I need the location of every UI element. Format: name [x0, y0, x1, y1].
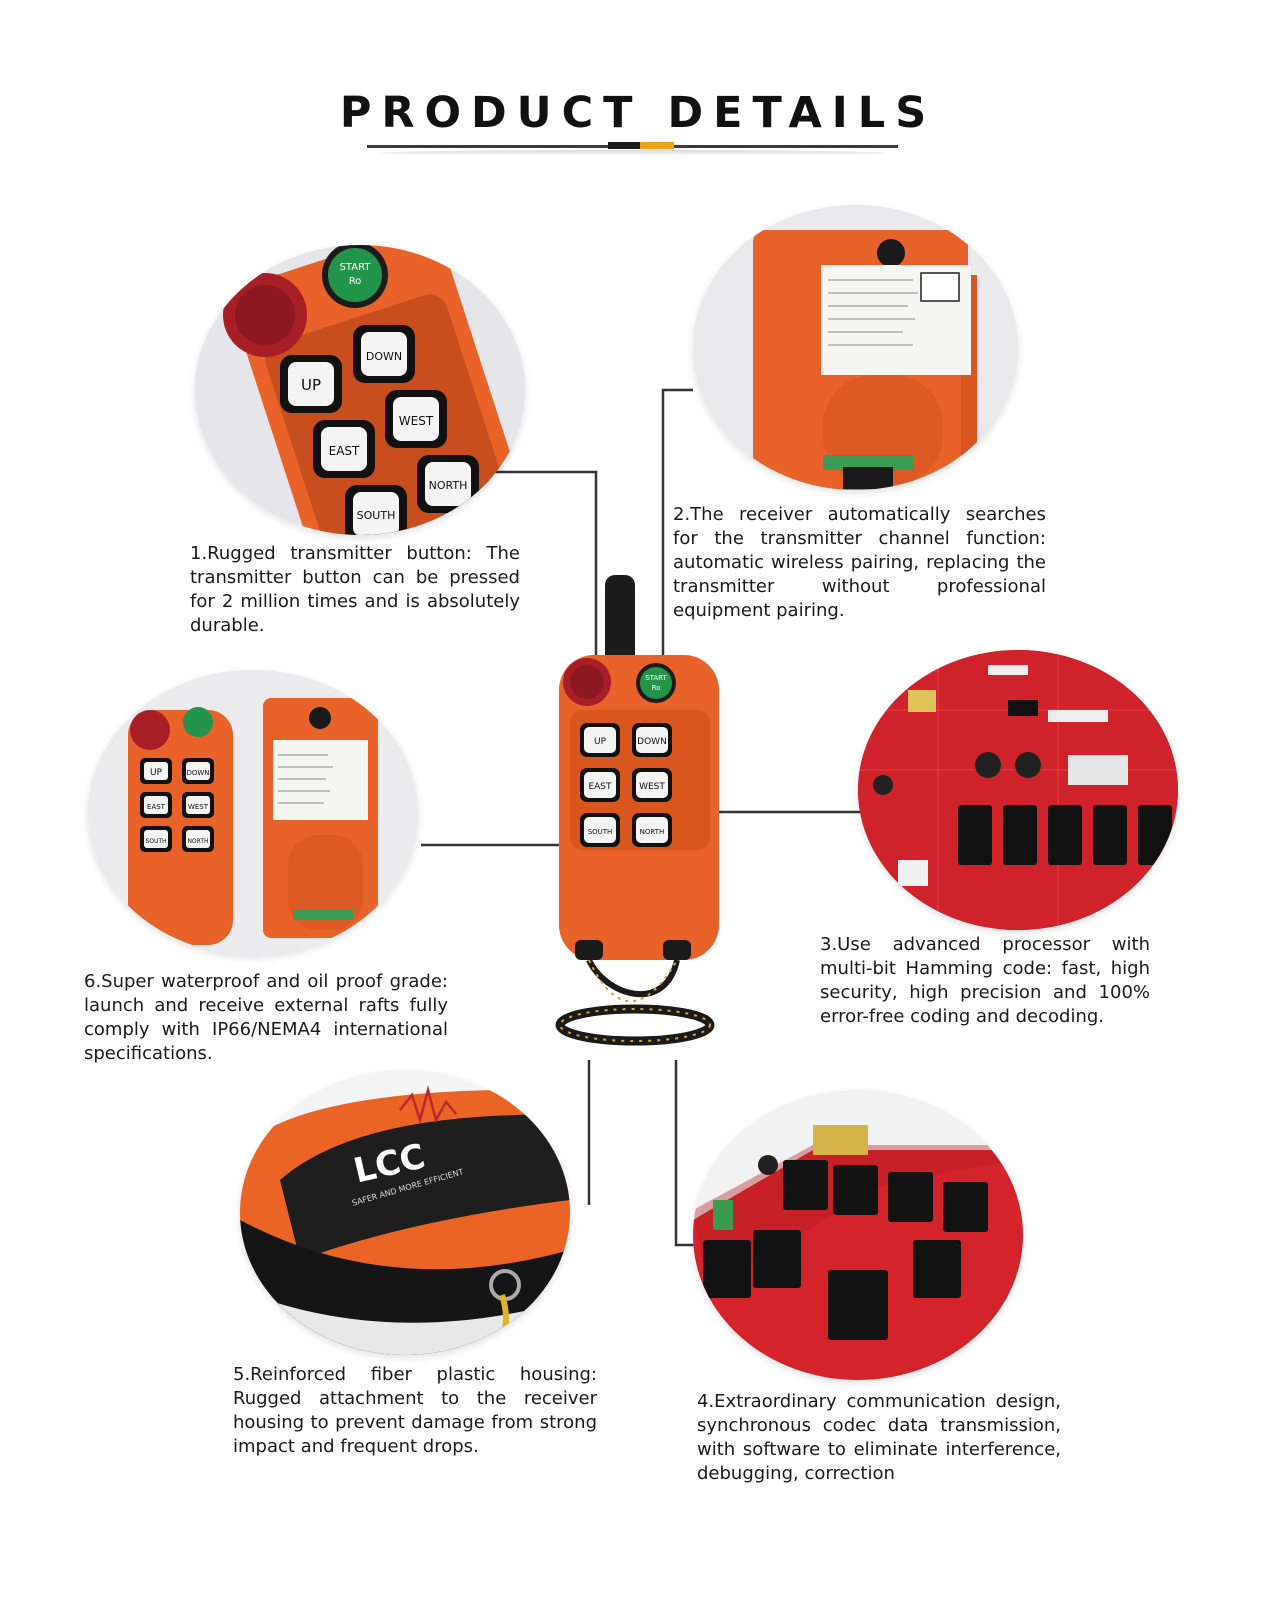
center-remote-image: START Ro UP DOWN EAST WEST SOUTH NORTH	[545, 575, 730, 1075]
remote-button-label: WEST	[639, 782, 665, 792]
remote-button-label: EAST	[588, 782, 612, 792]
feature-1-caption: 1.Rugged transmitter button: The transmi…	[190, 543, 520, 636]
feature-6-caption: 6.Super waterproof and oil proof grade: …	[84, 971, 448, 1064]
remote-button-down: DOWN	[632, 723, 672, 757]
page-title: PRODUCT DETAILS	[339, 88, 937, 138]
start-label: START	[340, 262, 372, 273]
title-shadow	[380, 150, 885, 156]
title-underline-dark-segment	[608, 142, 640, 149]
east-label: EAST	[329, 444, 360, 458]
feature-4-image	[693, 1090, 1023, 1380]
south-label: SOUTH	[357, 509, 396, 522]
down-label: DOWN	[366, 350, 402, 363]
feature-3-caption: 3.Use advanced processor with multi-bit …	[820, 934, 1150, 1027]
feature-1-image: START Ro UP DOWN EAST WEST SOUTH NORTH	[195, 245, 525, 535]
feature-5-caption: 5.Reinforced fiber plastic housing: Rugg…	[233, 1364, 597, 1457]
c6-east-label: EAST	[147, 803, 166, 811]
c6-down-label: DOWN	[186, 769, 209, 777]
remote-button-label: SOUTH	[588, 828, 613, 836]
feature-2-image	[693, 205, 1018, 490]
remote-button-up: UP	[580, 723, 620, 757]
up-label: UP	[301, 376, 321, 394]
feature-2-caption: 2.The receiver automatically searches fo…	[673, 504, 1046, 621]
remote-ro-label: Ro	[652, 684, 661, 692]
west-label: WEST	[399, 414, 434, 428]
north-label: NORTH	[429, 479, 468, 492]
c6-up-label: UP	[150, 768, 163, 778]
remote-start-label: START	[645, 674, 667, 682]
c6-north-label: NORTH	[187, 838, 208, 845]
remote-button-north: NORTH	[632, 813, 672, 847]
c6-south-label: SOUTH	[145, 838, 166, 845]
feature-3-image	[858, 650, 1178, 930]
feature-4-caption: 4.Extraordinary communication design, sy…	[697, 1391, 1061, 1484]
remote-button-west: WEST	[632, 768, 672, 802]
ro-label: Ro	[349, 276, 362, 287]
remote-button-label: DOWN	[637, 737, 667, 747]
feature-6-image: UP DOWN EAST WEST SOUTH NORTH	[88, 670, 418, 955]
title-underline-accent-segment	[640, 142, 674, 149]
feature-5-image: LCC SAFER AND MORE EFFICIENT	[240, 1070, 570, 1355]
c6-west-label: WEST	[188, 803, 209, 811]
remote-button-east: EAST	[580, 768, 620, 802]
remote-button-label: UP	[594, 737, 607, 747]
remote-button-south: SOUTH	[580, 813, 620, 847]
remote-button-label: NORTH	[640, 828, 665, 836]
